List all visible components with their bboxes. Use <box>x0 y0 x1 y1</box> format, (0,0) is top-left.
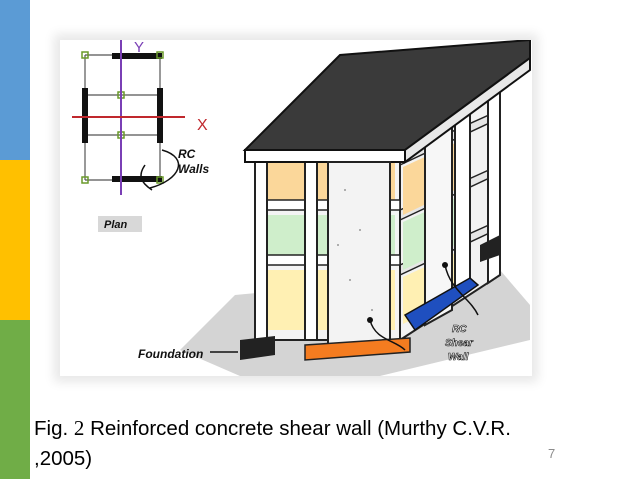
caption-text-line2: ,2005) <box>34 447 93 470</box>
plan-wall-right <box>157 88 163 143</box>
plan-label-bg <box>98 216 142 232</box>
shear-wall-figure: Foundation RC Shear Wall <box>60 40 532 376</box>
slide-number: 7 <box>548 446 556 461</box>
plan-wall-top <box>112 53 162 59</box>
footing-orange <box>304 337 411 361</box>
shear-wall-label-3: Wall <box>448 352 469 363</box>
building-illustration: Foundation RC Shear Wall <box>72 40 531 376</box>
front-shear-wall <box>327 161 391 349</box>
footing-blue <box>403 277 480 332</box>
plan-wall-left <box>82 88 88 143</box>
caption-figure-number: 2 <box>73 416 85 440</box>
shear-wall-label-2: Shear <box>445 338 474 349</box>
roof-side-edge <box>404 56 531 164</box>
figure-caption: Fig. 2 Reinforced concrete shear wall (M… <box>34 413 624 474</box>
footing-left <box>240 336 275 360</box>
accent-bar-blue <box>0 0 30 160</box>
caption-prefix: Fig. <box>34 417 69 440</box>
plan-wall-bottom <box>112 176 162 182</box>
roof-edge <box>244 149 406 163</box>
rc-walls-label-1: RC <box>178 147 196 161</box>
shear-wall-label-1: RC <box>452 324 467 335</box>
foundation-label: Foundation <box>138 347 203 361</box>
rc-walls-label-2: Walls <box>178 162 209 176</box>
x-axis-label: X <box>197 117 208 134</box>
plan-view <box>72 40 185 195</box>
caption-text: Reinforced concrete shear wall (Murthy C… <box>90 417 511 440</box>
y-axis-label: Y <box>134 40 144 56</box>
footing-back <box>480 235 500 262</box>
plan-label: Plan <box>104 219 128 231</box>
accent-bar-yellow <box>0 160 30 320</box>
accent-bar-green <box>0 320 30 479</box>
front-column-left <box>254 149 268 346</box>
front-column-middle <box>304 149 318 341</box>
